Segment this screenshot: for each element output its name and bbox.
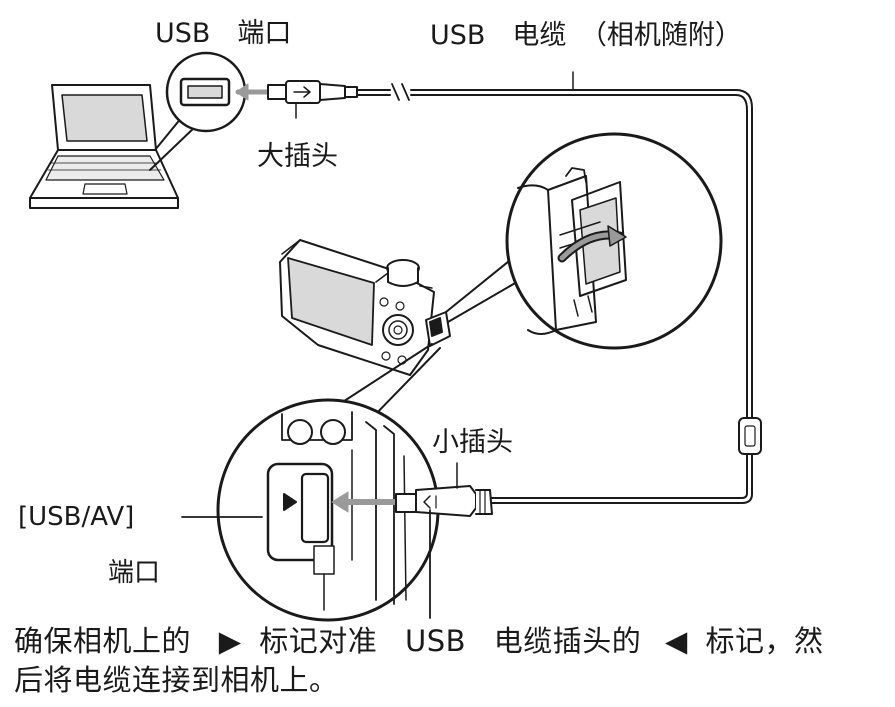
- usb-cable-label: USB 电缆 （相机随附）: [430, 20, 742, 51]
- usb-av-port-label: [USB/AV]: [18, 502, 135, 532]
- usb-av-port-callout: [216, 398, 440, 622]
- left-triangle-mark: ◀: [664, 624, 688, 658]
- instruction-part-2: 标记对准: [259, 624, 378, 658]
- large-plug-label: 大插头: [257, 141, 338, 172]
- usb-port-label-top: USB 端口: [155, 18, 292, 49]
- cover-open-callout: [505, 132, 723, 350]
- small-plug-illustration: [395, 485, 493, 517]
- instruction-usb: USB: [405, 624, 467, 658]
- large-plug-illustration: [267, 80, 358, 104]
- instruction-line-1: 确保相机上的 ▶ 标记对准 USB 电缆插头的 ◀ 标记，然: [14, 627, 824, 656]
- port-word-label: 端口: [108, 558, 161, 588]
- camera-illustration: [279, 239, 451, 376]
- usb-cable-illustration: [356, 71, 762, 504]
- instruction-part-3: 电缆插头的: [493, 624, 642, 658]
- right-triangle-mark: ▶: [218, 624, 242, 658]
- instruction-part-4: 标记，然: [705, 624, 824, 658]
- instruction-line-2: 后将电缆连接到相机上。: [14, 663, 339, 697]
- instruction-part-1: 确保相机上的: [14, 624, 192, 658]
- laptop-illustration: [29, 84, 179, 209]
- usb-port-callout: [149, 51, 247, 171]
- small-plug-label: 小插头: [432, 427, 513, 458]
